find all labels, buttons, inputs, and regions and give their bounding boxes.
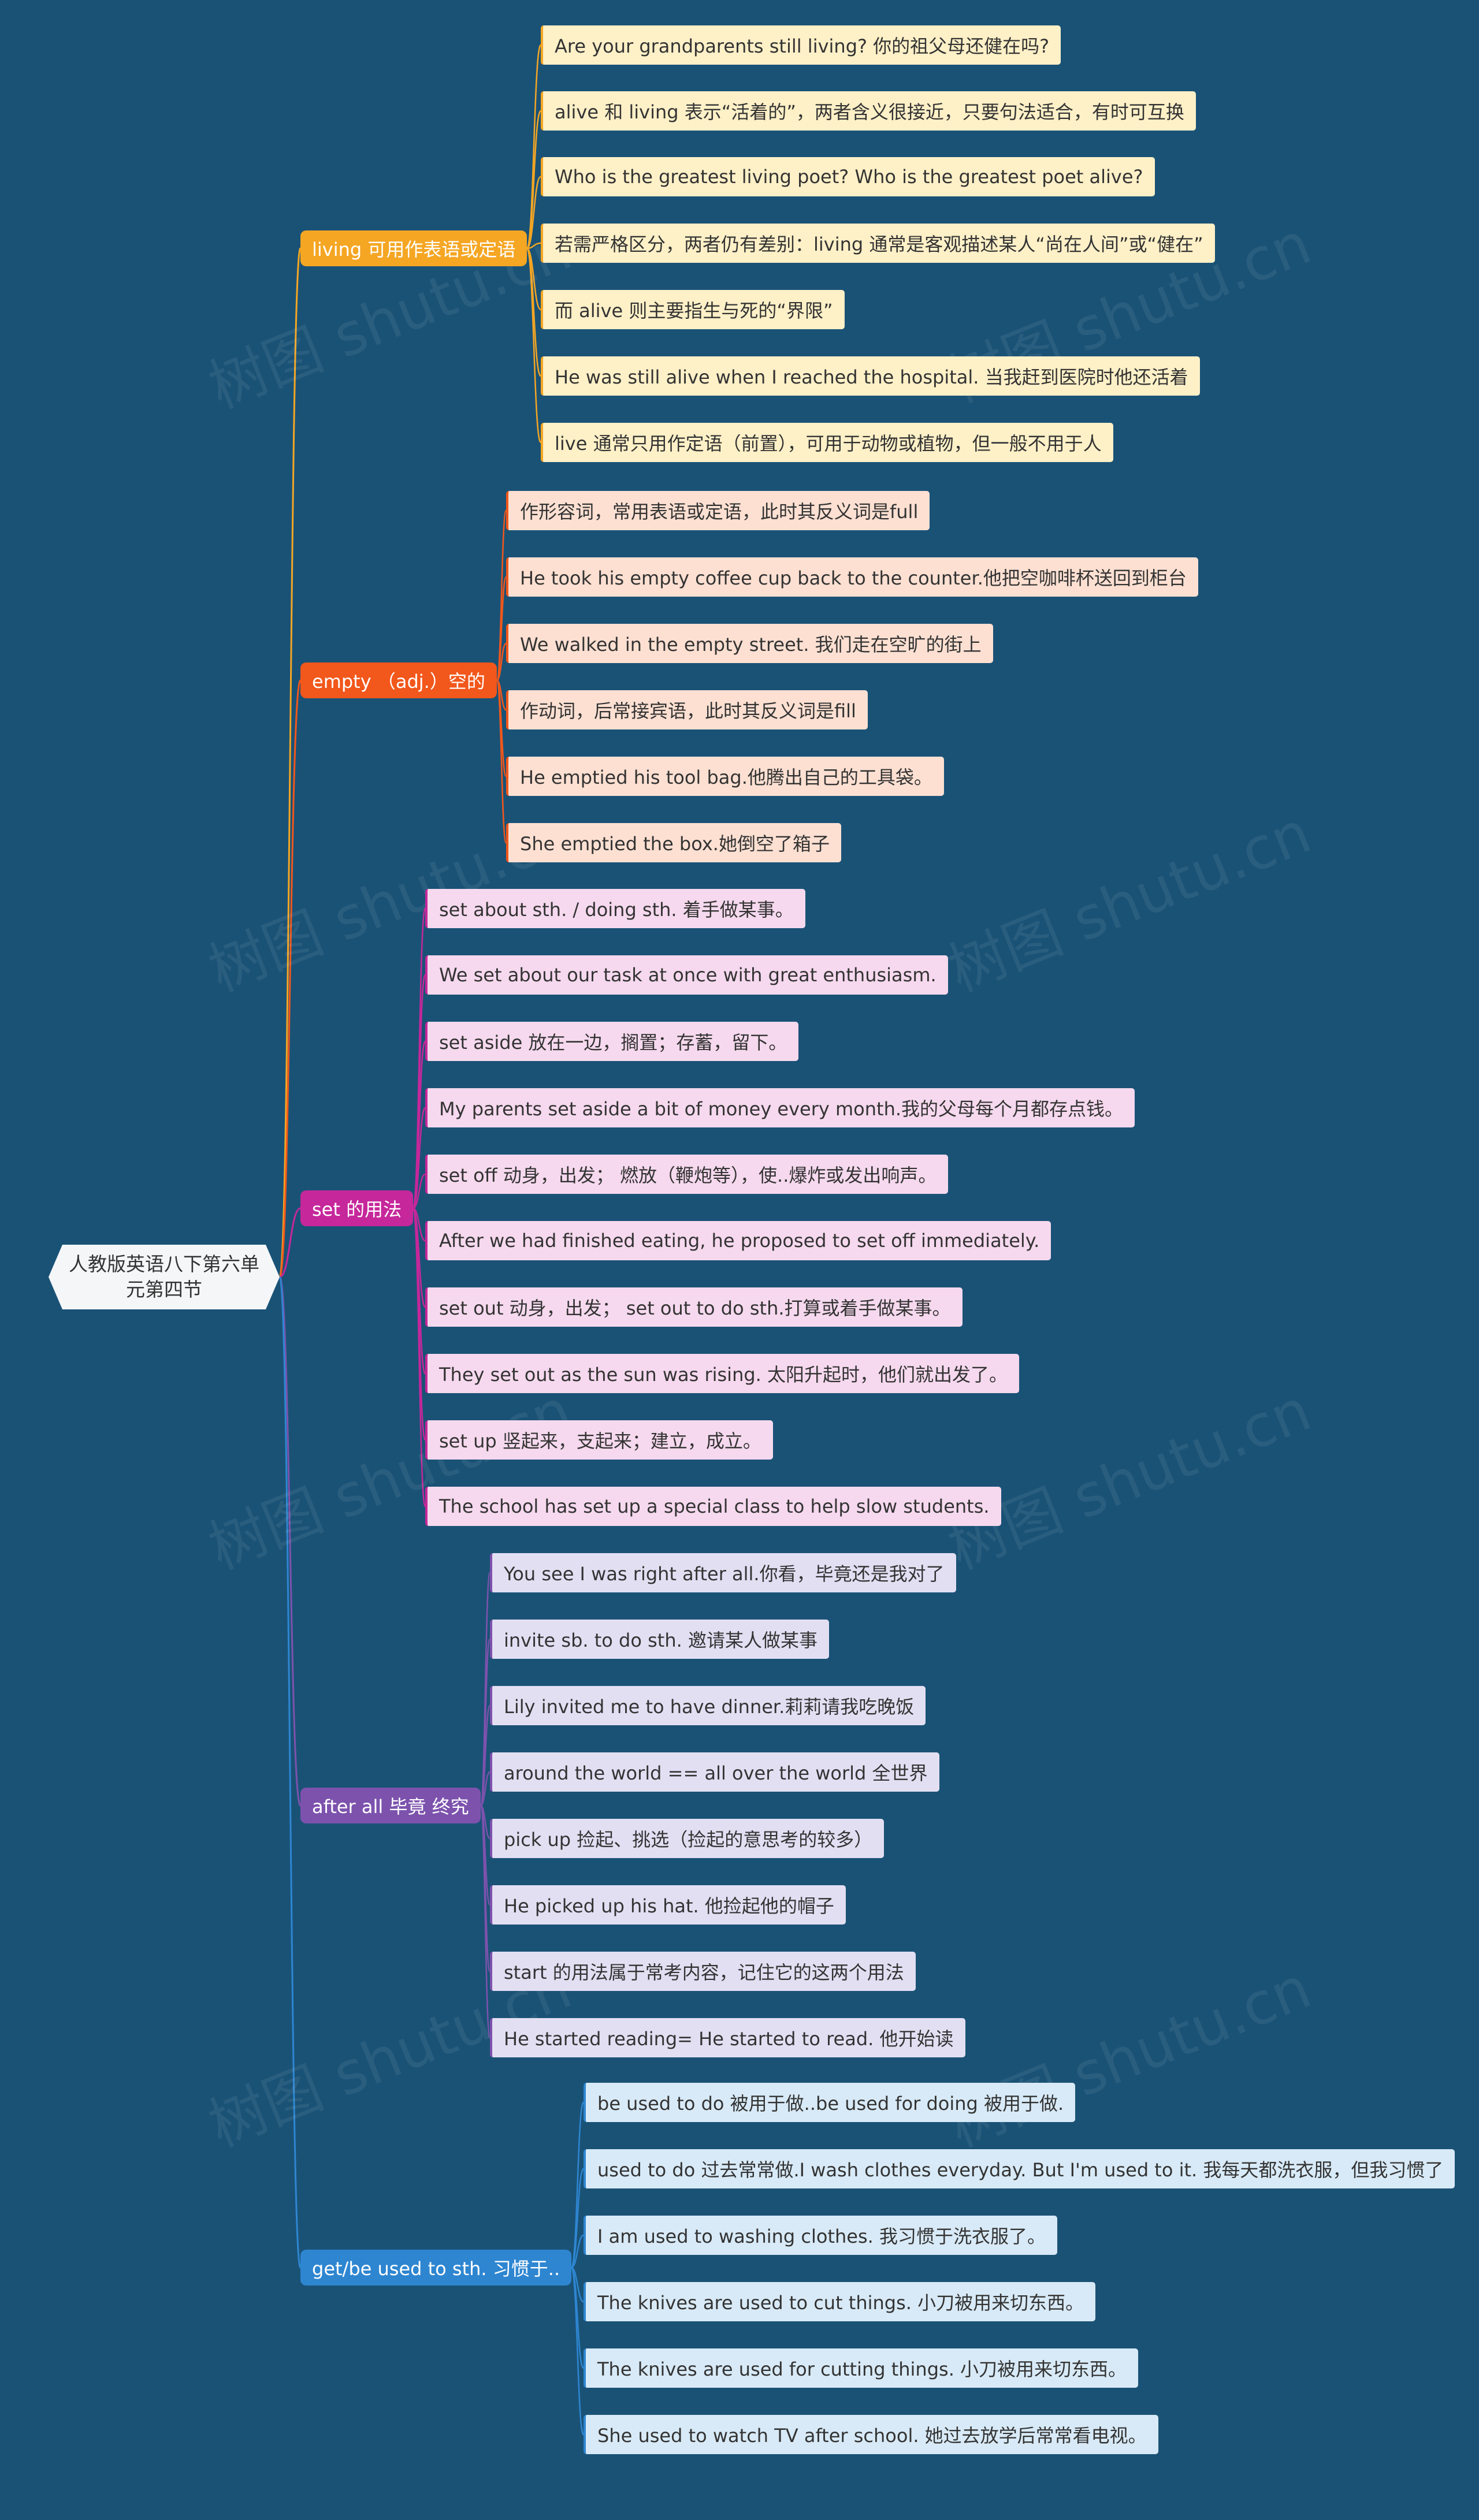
branch-leaf-connector: [570, 2168, 585, 2269]
leaf-node[interactable]: around the world == all over the world 全…: [490, 1752, 939, 1792]
root-topic-label: 人教版英语八下第六单元第四节: [69, 1253, 259, 1301]
leaf-node[interactable]: They set out as the sun was rising. 太阳升起…: [425, 1354, 1020, 1393]
leaf-node[interactable]: 若需严格区分，两者仍有差别：living 通常是客观描述某人“尚在人间”或“健在…: [541, 224, 1215, 263]
leaf-node[interactable]: used to do 过去常常做.I wash clothes everyday…: [584, 2149, 1455, 2188]
branch-leaf-connector: [480, 1572, 491, 1807]
leaf-node[interactable]: set about sth. / doing sth. 着手做某事。: [425, 889, 805, 928]
branch-leaf-connector: [570, 2266, 585, 2436]
branch-leaf-connector: [480, 1804, 491, 2039]
leaf-node[interactable]: He picked up his hat. 他捡起他的帽子: [490, 1885, 846, 1925]
branch-empty[interactable]: empty （adj.）空的: [300, 662, 497, 698]
leaf-node[interactable]: set aside 放在一边，搁置；存蓄，留下。: [425, 1022, 799, 1061]
root-branch-connector: [279, 1207, 301, 1278]
leaf-node[interactable]: set off 动身，出发； 燃放（鞭炮等），使..爆炸或发出响声。: [425, 1155, 949, 1194]
leaf-node[interactable]: After we had finished eating, he propose…: [425, 1221, 1051, 1260]
leaf-node[interactable]: He took his empty coffee cup back to the…: [506, 557, 1198, 597]
leaf-node[interactable]: The school has set up a special class to…: [425, 1487, 1001, 1526]
leaf-node[interactable]: He started reading= He started to read. …: [490, 2018, 965, 2057]
branch-label: living 可用作表语或定语: [312, 239, 516, 260]
leaf-node[interactable]: invite sb. to do sth. 邀请某人做某事: [490, 1620, 829, 1659]
branch-used-to[interactable]: get/be used to sth. 习惯于..: [300, 2250, 572, 2286]
branch-leaf-connector: [412, 1107, 426, 1209]
branch-leaf-connector: [571, 2234, 584, 2269]
branch-label: set 的用法: [312, 1198, 402, 1220]
branch-leaf-connector: [526, 242, 541, 250]
leaf-node[interactable]: be used to do 被用于做..be used for doing 被用…: [584, 2083, 1076, 2122]
leaf-node[interactable]: set out 动身，出发； set out to do sth.打算或着手做某…: [425, 1287, 963, 1327]
branch-leaf-connector: [496, 642, 507, 682]
branch-label: empty （adj.）空的: [312, 671, 485, 693]
leaf-node[interactable]: live 通常只用作定语（前置），可用于动物或植物，但一般不用于人: [541, 423, 1113, 462]
leaf-node[interactable]: pick up 捡起、挑选（捡起的意思考的较多）: [490, 1819, 885, 1858]
leaf-node[interactable]: We set about our task at once with great…: [425, 955, 948, 995]
root-branch-connector: [278, 679, 302, 1278]
branch-label: get/be used to sth. 习惯于..: [312, 2258, 560, 2280]
root-branch-connector: [278, 1276, 302, 2269]
branch-leaf-connector: [526, 247, 542, 444]
branch-leaf-connector: [496, 509, 507, 682]
branch-leaf-connector: [496, 679, 507, 844]
leaf-node[interactable]: He emptied his tool bag.他腾出自己的工具袋。: [506, 757, 944, 796]
leaf-node[interactable]: I am used to washing clothes. 我习惯于洗衣服了。: [584, 2216, 1057, 2255]
leaf-node[interactable]: set up 竖起来，支起来；建立，成立。: [425, 1420, 773, 1460]
branch-living[interactable]: living 可用作表语或定语: [300, 230, 527, 266]
leaf-node[interactable]: We walked in the empty street. 我们走在空旷的街上: [506, 624, 993, 663]
leaf-node[interactable]: 作动词，后常接宾语，此时其反义词是fill: [506, 690, 868, 729]
branch-leaf-connector: [526, 176, 542, 250]
branch-label: after all 毕竟 终究: [312, 1796, 469, 1818]
leaf-node[interactable]: My parents set aside a bit of money ever…: [425, 1088, 1135, 1127]
leaf-node[interactable]: He was still alive when I reached the ho…: [541, 356, 1200, 396]
leaf-node[interactable]: The knives are used to cut things. 小刀被用来…: [584, 2282, 1096, 2321]
leaf-node[interactable]: She emptied the box.她倒空了箱子: [506, 823, 841, 862]
leaf-node[interactable]: Who is the greatest living poet? Who is …: [541, 157, 1155, 196]
leaf-node[interactable]: alive 和 living 表示“活着的”，两者含义很接近，只要句法适合，有时…: [541, 91, 1196, 131]
branch-leaf-connector: [412, 974, 426, 1209]
leaf-node[interactable]: start 的用法属于常考内容，记住它的这两个用法: [490, 1952, 916, 1991]
leaf-node[interactable]: Lily invited me to have dinner.莉莉请我吃晚饭: [490, 1686, 926, 1725]
leaf-node[interactable]: She used to watch TV after school. 她过去放学…: [584, 2415, 1158, 2454]
branch-after-all[interactable]: after all 毕竟 终究: [300, 1788, 481, 1823]
leaf-node[interactable]: 而 alive 则主要指生与死的“界限”: [541, 290, 845, 329]
root-topic[interactable]: 人教版英语八下第六单元第四节: [49, 1245, 280, 1309]
branch-set[interactable]: set 的用法: [300, 1190, 414, 1226]
branch-leaf-connector: [413, 1173, 426, 1209]
root-branch-connector: [278, 1276, 302, 1807]
branch-leaf-connector: [570, 2101, 585, 2269]
branch-leaf-connector: [496, 576, 507, 682]
leaf-node[interactable]: 作形容词，常用表语或定语，此时其反义词是full: [506, 491, 930, 530]
branch-leaf-connector: [412, 1207, 426, 1507]
root-branch-connector: [278, 247, 302, 1278]
leaf-node[interactable]: The knives are used for cutting things. …: [584, 2348, 1139, 2388]
branch-leaf-connector: [526, 110, 542, 250]
leaf-node[interactable]: Are your grandparents still living? 你的祖父…: [541, 25, 1061, 65]
branch-leaf-connector: [480, 1771, 491, 1807]
branch-leaf-connector: [480, 1704, 491, 1807]
leaf-node[interactable]: You see I was right after all.你看，毕竟还是我对了: [490, 1553, 956, 1592]
